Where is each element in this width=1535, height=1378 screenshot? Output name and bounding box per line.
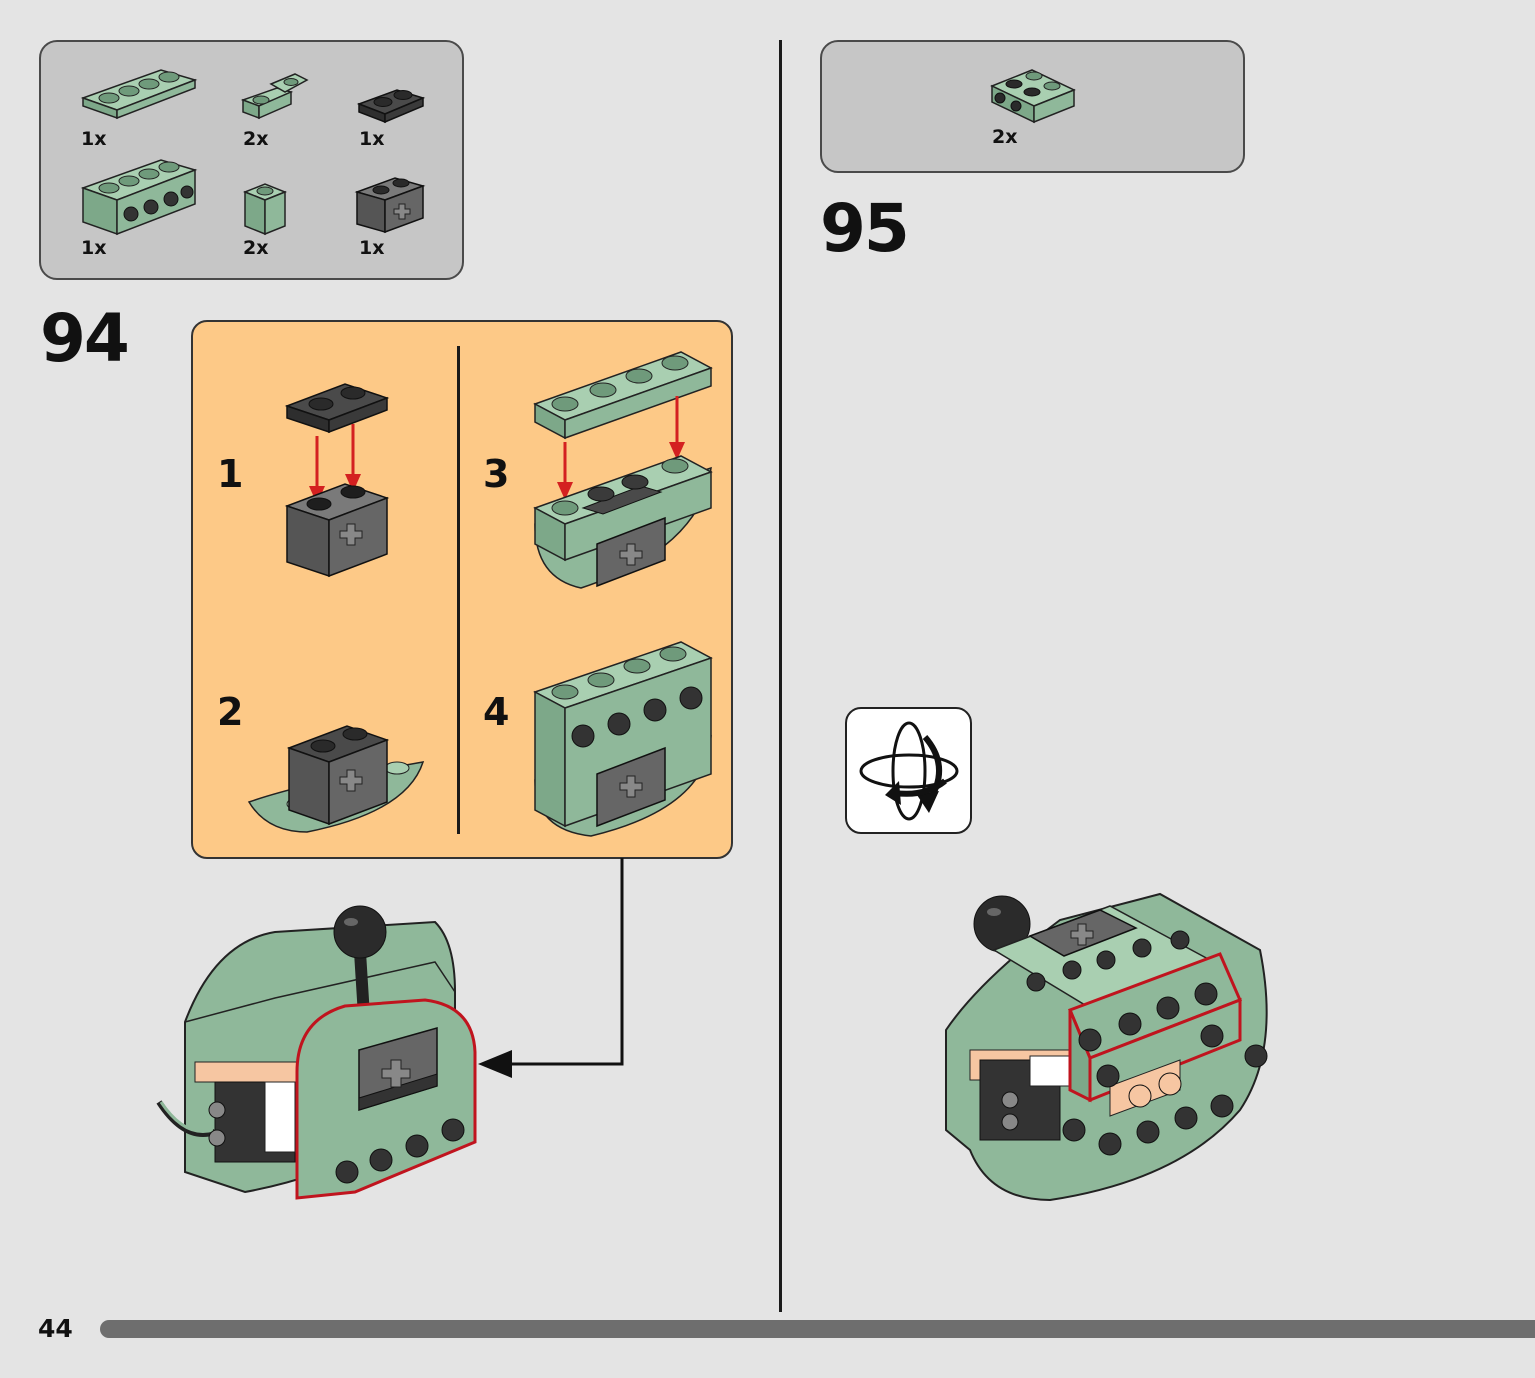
part-qty: 2x bbox=[243, 128, 269, 150]
page-number: 44 bbox=[38, 1314, 73, 1343]
callout-divider bbox=[457, 346, 460, 834]
part-qty: 1x bbox=[81, 128, 107, 150]
step-95-number: 95 bbox=[820, 190, 910, 267]
sub-assembly-callout: 1 2 3 4 bbox=[191, 320, 733, 859]
plate-1x2-inverted-green-icon bbox=[240, 73, 309, 120]
substep-3-illustration bbox=[533, 351, 713, 589]
progress-bar bbox=[100, 1320, 1535, 1338]
rotate-model-indicator bbox=[845, 707, 972, 834]
step-94-model-illustration bbox=[156, 905, 477, 1200]
brick-1x2-axle-dark-gray-icon bbox=[354, 177, 426, 234]
substep-1-illustration bbox=[284, 383, 390, 578]
column-divider bbox=[779, 40, 782, 1312]
part-qty: 2x bbox=[243, 237, 269, 259]
step-94-number: 94 bbox=[40, 300, 130, 377]
plate-1x2-black-icon bbox=[356, 89, 426, 124]
plate-2x2-side-studs-green-icon bbox=[990, 69, 1076, 124]
substep-2-illustration bbox=[247, 725, 425, 833]
brick-1x1-green-icon bbox=[242, 183, 288, 236]
substep-number: 4 bbox=[483, 690, 510, 734]
substep-number: 2 bbox=[217, 690, 244, 734]
part-qty: 1x bbox=[359, 237, 385, 259]
part-qty: 1x bbox=[81, 237, 107, 259]
step-95-parts-box: 2x bbox=[820, 40, 1245, 173]
plate-1x4-green-icon bbox=[80, 69, 198, 120]
step-95-model-illustration bbox=[945, 892, 1268, 1202]
substep-number: 1 bbox=[217, 452, 244, 496]
callout-connector-arrow bbox=[478, 858, 624, 1078]
substep-4-illustration bbox=[533, 641, 713, 837]
brick-1x4-holes-green-icon bbox=[80, 159, 198, 236]
part-qty: 1x bbox=[359, 128, 385, 150]
rotate-model-icon bbox=[859, 721, 959, 821]
substep-number: 3 bbox=[483, 452, 510, 496]
step-94-parts-box: 1x 2x 1x 1x 2x bbox=[39, 40, 464, 280]
part-qty: 2x bbox=[992, 126, 1018, 148]
